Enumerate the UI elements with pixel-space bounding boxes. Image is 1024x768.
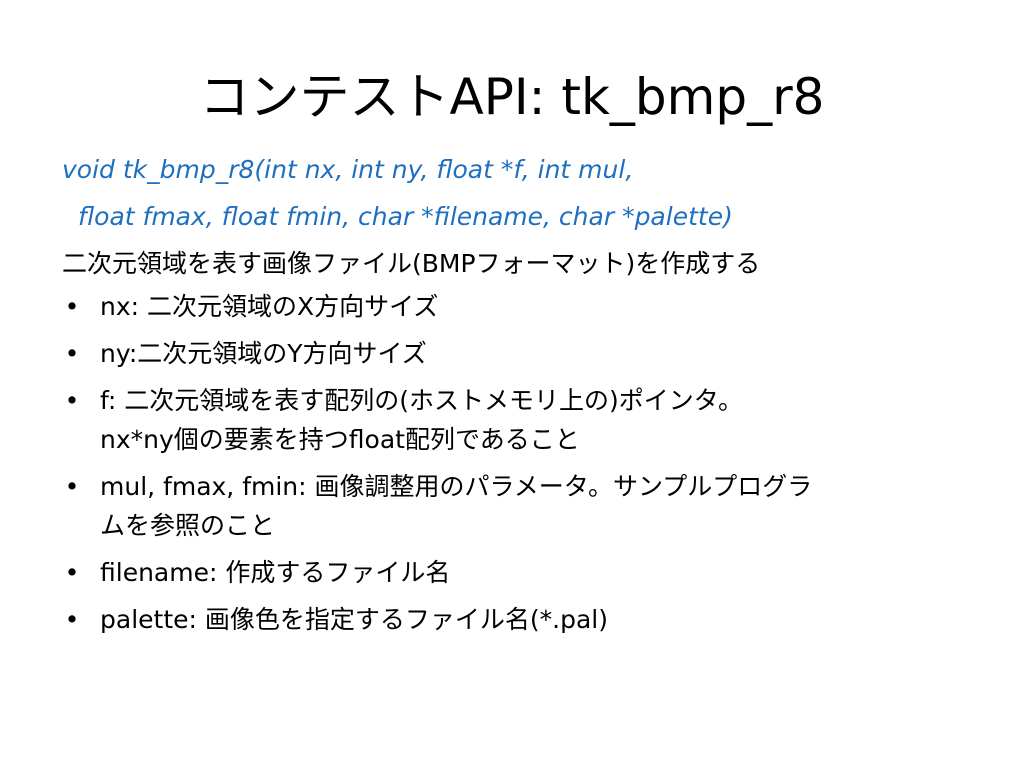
signature-line-1: void tk_bmp_r8(int nx, int ny, float *f,…: [62, 155, 634, 184]
description: 二次元領域を表す画像ファイル(BMPフォーマット)を作成する: [62, 249, 761, 278]
slide-title: コンテストAPI: tk_bmp_r8: [199, 68, 825, 126]
bullet-text-continued: ムを参照のこと: [100, 511, 276, 540]
list-item: • filename: 作成するファイル名: [62, 553, 982, 592]
slide-content: void tk_bmp_r8(int nx, int ny, float *f,…: [62, 146, 982, 647]
bullet-text: ny:二次元領域のY方向サイズ: [100, 339, 427, 368]
bullet-text: palette: 画像色を指定するファイル名(*.pal): [100, 605, 608, 634]
bullet-text: mul, fmax, fmin: 画像調整用のパラメータ。サンプルプログラ: [100, 472, 813, 501]
bullet-icon: •: [64, 558, 80, 587]
bullet-text-continued: nx*ny個の要素を持つfloat配列であること: [100, 425, 580, 454]
list-item: • mul, fmax, fmin: 画像調整用のパラメータ。サンプルプログラ …: [62, 467, 982, 545]
signature-line-2: float fmax, float fmin, char *filename, …: [78, 202, 733, 231]
list-item: • f: 二次元領域を表す配列の(ホストメモリ上の)ポインタ。 nx*ny個の要…: [62, 381, 982, 459]
bullet-text: f: 二次元領域を表す配列の(ホストメモリ上の)ポインタ。: [100, 386, 744, 415]
bullet-text: nx: 二次元領域のX方向サイズ: [100, 292, 439, 321]
list-item: • nx: 二次元領域のX方向サイズ: [62, 287, 982, 326]
bullet-list: • nx: 二次元領域のX方向サイズ • ny:二次元領域のY方向サイズ • f…: [62, 287, 982, 639]
list-item: • palette: 画像色を指定するファイル名(*.pal): [62, 600, 982, 639]
bullet-icon: •: [64, 472, 80, 501]
bullet-icon: •: [64, 339, 80, 368]
list-item: • ny:二次元領域のY方向サイズ: [62, 334, 982, 373]
bullet-icon: •: [64, 386, 80, 415]
bullet-icon: •: [64, 292, 80, 321]
bullet-text: filename: 作成するファイル名: [100, 558, 451, 587]
bullet-icon: •: [64, 605, 80, 634]
